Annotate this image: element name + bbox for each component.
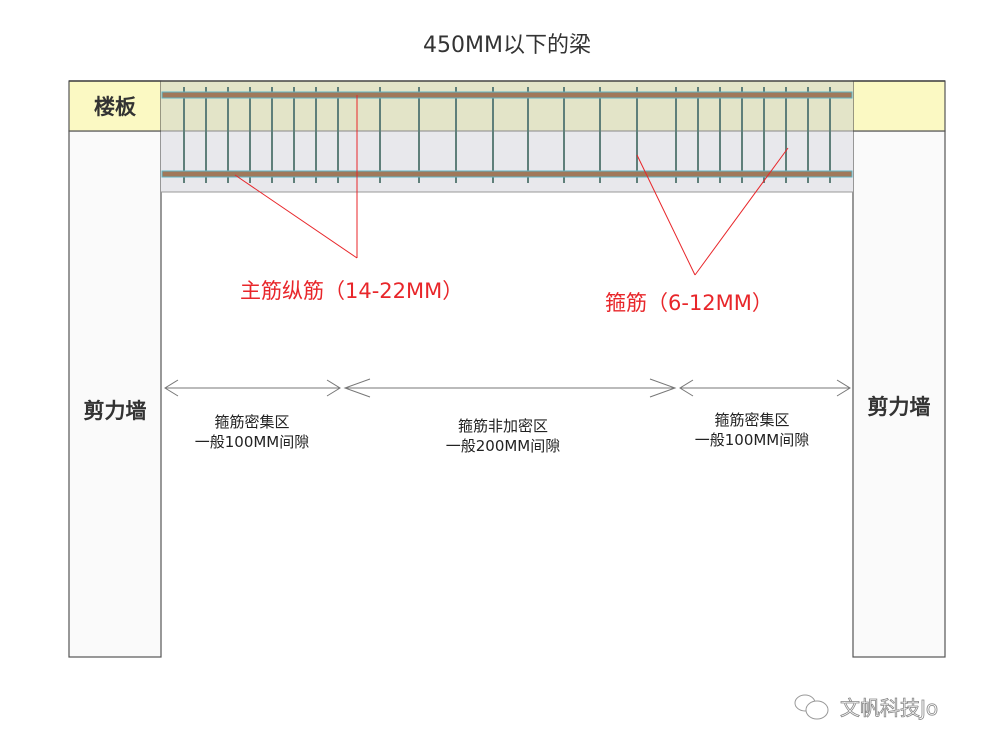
- leader-line: [234, 174, 358, 259]
- left-slab: [68, 80, 162, 132]
- beam-slab-zone: [161, 81, 853, 131]
- zone-left-title: 箍筋密集区: [214, 413, 289, 431]
- left-wall-label: 剪力墙: [84, 399, 147, 423]
- right-wall-label: 剪力墙: [868, 395, 931, 419]
- stirrup-label: 箍筋（6-12MM）: [605, 291, 773, 315]
- zone-arrow-middle: [343, 378, 677, 398]
- top-longitudinal-rebar: [161, 91, 853, 99]
- zone-left-spacing: 一般100MM间隙: [195, 433, 310, 451]
- leader-line: [694, 147, 789, 276]
- left-shear-wall: [68, 130, 162, 658]
- zone-arrow-left: [164, 379, 341, 397]
- zone-middle-spacing: 一般200MM间隙: [446, 437, 561, 455]
- leader-line: [636, 154, 696, 276]
- zone-middle-title: 箍筋非加密区: [458, 417, 548, 435]
- main-rebar-label: 主筋纵筋（14-22MM）: [240, 279, 463, 303]
- right-slab: [852, 80, 946, 132]
- bottom-longitudinal-rebar: [161, 170, 853, 178]
- beam-body: [161, 131, 853, 192]
- zone-right-spacing: 一般100MM间隙: [695, 431, 810, 449]
- watermark: 文帆科技Jo: [840, 696, 938, 720]
- right-shear-wall: [852, 130, 946, 658]
- stirrup-group: [183, 87, 831, 183]
- zone-right-title: 箍筋密集区: [714, 411, 789, 429]
- wechat-icon: [794, 694, 829, 720]
- leader-lines: [234, 95, 789, 276]
- diagram-title: 450MM以下的梁: [423, 33, 591, 58]
- slab-label: 楼板: [94, 95, 137, 119]
- dimension-arrows: [164, 378, 851, 398]
- zone-arrow-right: [679, 379, 851, 397]
